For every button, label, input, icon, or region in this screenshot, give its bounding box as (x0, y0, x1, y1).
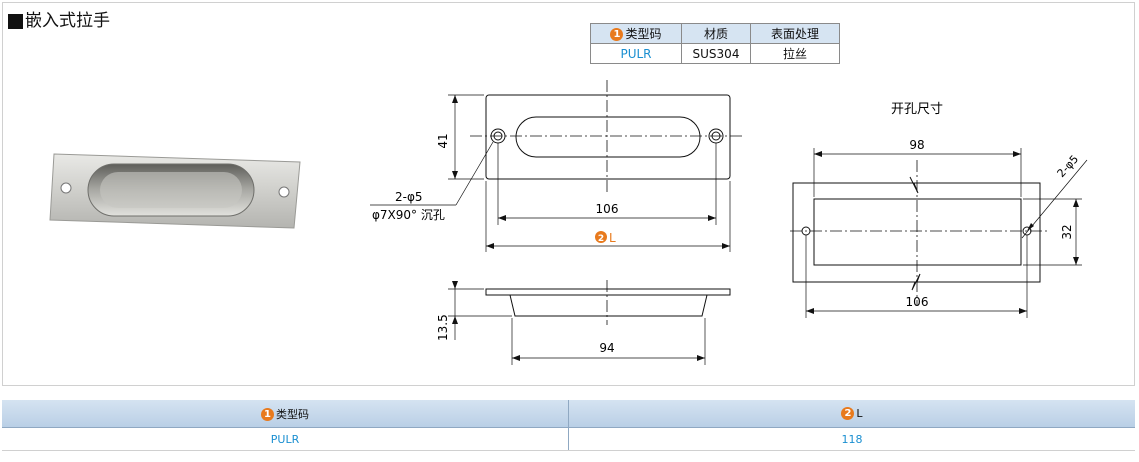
cell-length: 118 (568, 427, 1135, 451)
product-photo (49, 153, 301, 229)
badge-1-icon: 1 (610, 28, 624, 41)
cutout-dim-98-label: 98 (909, 138, 924, 152)
title-text: 嵌入式拉手 (25, 11, 110, 31)
front-view-plate (485, 94, 731, 180)
title-square-icon (8, 13, 23, 29)
dim-94-label: 94 (599, 341, 614, 355)
page-title: 嵌入式拉手 (8, 10, 110, 32)
drawing-frame (2, 2, 1135, 386)
technical-drawing: 41 106 2 L 2-φ5 φ7X90° 沉孔 13.5 94 开孔尺寸 9… (370, 80, 1088, 365)
dim-13-5-label: 13.5 (436, 314, 450, 341)
spec-cell-surface: 拉丝 (750, 43, 840, 64)
badge-1-icon: 1 (261, 408, 274, 421)
spec-cell-type-code: PULR (590, 43, 682, 64)
front-view-slot (515, 116, 701, 158)
dim-106-label: 106 (596, 202, 619, 216)
dim-L-label: L (609, 231, 616, 245)
cutout-opening (813, 198, 1022, 266)
cutout-title: 开孔尺寸 (891, 102, 943, 117)
cutout-dim-32-label: 32 (1060, 224, 1074, 239)
cutout-hole-note: 2-φ5 (1055, 153, 1082, 180)
table-row: PULR 118 (2, 427, 1135, 451)
badge-2-icon: 2 (841, 407, 855, 421)
badge-2-icon (595, 231, 607, 243)
side-view-flange (485, 288, 731, 296)
cutout-dim-106-label: 106 (906, 295, 929, 309)
spec-header-material: 材质 (681, 23, 751, 44)
cutout-plate (792, 176, 1041, 291)
hole-note-countersink: φ7X90° 沉孔 (372, 208, 445, 222)
badge-2-number: 2 (598, 234, 604, 244)
spec-cell-material: SUS304 (681, 43, 751, 64)
spec-data-row: PULR SUS304 拉丝 (590, 43, 840, 64)
hole-note-count: 2-φ5 (395, 190, 423, 204)
dim-41-label: 41 (436, 133, 450, 148)
cell-type-code: PULR (2, 427, 569, 451)
